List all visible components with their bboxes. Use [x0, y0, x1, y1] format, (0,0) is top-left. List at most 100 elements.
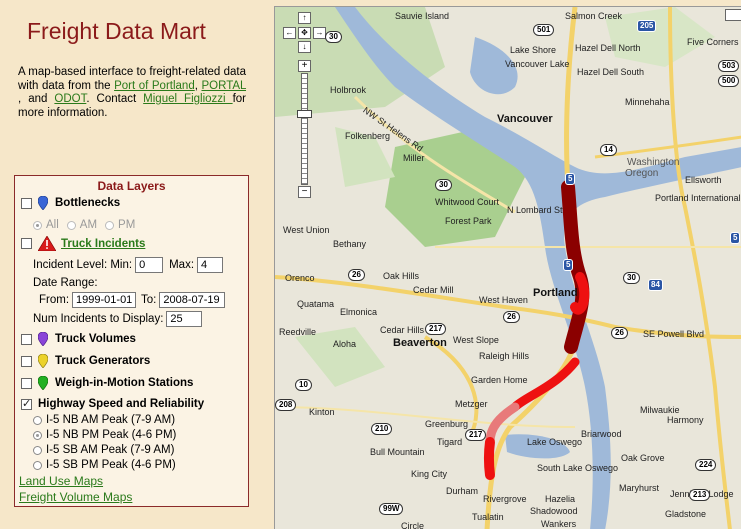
odot-link[interactable]: ODOT — [54, 93, 87, 105]
map-place-label: Holbrook — [330, 85, 367, 95]
bottlenecks-checkbox[interactable] — [21, 197, 32, 209]
map-place-label: Greenburg — [425, 419, 469, 429]
map-city-label: Gladstone — [665, 509, 707, 519]
map-place-label: Hazelia — [545, 494, 576, 504]
incident-max-input[interactable]: 4 — [197, 257, 224, 273]
map-city-label: Lake Oswego — [527, 437, 583, 447]
incident-level-row: Incident Level: Min: 0 Max: 4 — [33, 257, 224, 273]
zoom-out-icon[interactable]: − — [298, 186, 311, 198]
map-place-label: Harmony — [667, 415, 704, 425]
freight-volume-maps-link[interactable]: Freight Volume Maps — [19, 490, 133, 504]
route-shield: 217 — [425, 323, 447, 335]
map-place-label: Quatama — [297, 299, 335, 309]
port-of-portland-link[interactable]: Port of Portland — [114, 79, 195, 92]
map-city-label: Tualatin — [472, 512, 504, 522]
map-place-label: Wankers — [541, 519, 577, 529]
pan-up-icon[interactable]: ↑ — [298, 12, 311, 24]
map-place-label: Minnehaha — [625, 97, 670, 107]
speed-option-radio[interactable] — [33, 445, 42, 455]
map-city-label: West Haven — [479, 295, 528, 305]
date-range-row: From: 1999-01-01 To: 2008-07-19 — [39, 292, 226, 308]
green-pin-icon — [38, 376, 48, 390]
route-shield: 5 — [565, 173, 576, 185]
num-incidents-input[interactable]: 25 — [166, 311, 203, 327]
map-place-label: Raleigh Hills — [479, 351, 530, 361]
land-use-row: Land Use Maps — [19, 474, 103, 488]
wim-checkbox[interactable] — [21, 377, 32, 389]
incidents-row: Truck Incidents — [21, 236, 145, 251]
wim-row: Weigh-in-Motion Stations — [21, 376, 193, 390]
map-place-label: Miller — [403, 153, 425, 163]
time-pm-radio[interactable] — [105, 220, 115, 230]
portal-link[interactable]: PORTAL — [201, 79, 247, 92]
speed-option-radio[interactable] — [33, 460, 42, 470]
map-place-label: Folkenberg — [345, 131, 391, 141]
map-place-label: Metzger — [455, 399, 488, 409]
speed-option-row: I-5 SB AM Peak (7-9 AM) — [33, 444, 174, 456]
incidents-checkbox[interactable] — [21, 238, 32, 249]
speed-option-row: I-5 SB PM Peak (4-6 PM) — [33, 459, 176, 471]
map-place-label: Hazel Dell South — [577, 67, 645, 77]
incident-min-input[interactable]: 0 — [135, 257, 164, 273]
route-shield: 26 — [611, 327, 628, 339]
speed-option-row: I-5 NB PM Peak (4-6 PM) — [33, 429, 176, 441]
pan-left-icon[interactable]: ← — [283, 27, 296, 39]
num-incidents-row: Num Incidents to Display: 25 — [33, 311, 203, 327]
date-from-input[interactable]: 1999-01-01 — [72, 292, 137, 308]
route-shield: 30 — [623, 272, 640, 284]
map-place-label: Whitwood Court — [435, 197, 500, 207]
speed-option-radio[interactable] — [33, 415, 42, 425]
route-shield: 5 — [563, 259, 574, 271]
blue-pin-icon — [38, 196, 48, 210]
map-place-label: Oak Hills — [383, 271, 420, 281]
date-range-label: Date Range: — [33, 277, 98, 289]
map-place-label: Kinton — [309, 407, 335, 417]
map-place-label: South Lake Oswego — [537, 463, 619, 473]
zoom-in-icon[interactable]: + — [298, 60, 311, 72]
speed-option-row: I-5 NB AM Peak (7-9 AM) — [33, 414, 175, 426]
map-place-label: Oak Grove — [621, 453, 665, 463]
speed-checkbox[interactable] — [21, 397, 32, 410]
route-shield: 205 — [637, 20, 657, 32]
time-am-radio[interactable] — [66, 220, 76, 230]
truck-incidents-link[interactable]: Truck Incidents — [61, 237, 146, 250]
route-shield: 501 — [533, 24, 555, 36]
map-city-label: Tigard — [437, 437, 463, 447]
map-place-label: Circle — [401, 521, 425, 529]
map-city-label: Orenco — [285, 273, 315, 283]
map-city-label: Elmonica — [340, 307, 378, 317]
map-view[interactable]: ↑ ← ✥ → ↓ + − Vancouver Portland Beavert… — [274, 6, 741, 529]
map-type-button[interactable] — [725, 9, 741, 21]
land-use-maps-link[interactable]: Land Use Maps — [19, 474, 104, 488]
map-place-label: Ellsworth — [685, 175, 722, 185]
contact-link[interactable]: Miguel Figliozzi — [143, 93, 233, 105]
time-all-radio[interactable] — [33, 220, 42, 230]
map-city-label: Rivergrove — [483, 494, 527, 504]
truck-generators-checkbox[interactable] — [21, 355, 32, 367]
pan-center-icon[interactable]: ✥ — [298, 27, 311, 39]
data-layers-panel: Data Layers Bottlenecks All AM PM Truck … — [14, 175, 249, 507]
route-shield: 99W — [379, 503, 404, 515]
page-title: Freight Data Mart — [27, 18, 206, 44]
pan-down-icon[interactable]: ↓ — [298, 41, 311, 53]
map-place-label: West Slope — [453, 335, 499, 345]
map-city-label: Beaverton — [393, 337, 447, 349]
speed-option-radio[interactable] — [33, 430, 42, 440]
map-place-label: Portland International — [655, 193, 741, 203]
route-shield: 10 — [295, 379, 312, 391]
route-shield: 503 — [718, 60, 740, 72]
map-place-label: Shadowood — [530, 506, 578, 516]
map-place-label: Bull Mountain — [370, 447, 425, 457]
purple-pin-icon — [38, 332, 48, 346]
map-place-label: Lake Shore — [510, 45, 557, 55]
truck-volumes-checkbox[interactable] — [21, 333, 32, 345]
date-to-input[interactable]: 2008-07-19 — [159, 292, 226, 308]
route-shield: 500 — [718, 75, 740, 87]
route-shield: 5 — [730, 232, 741, 244]
map-place-label: Bethany — [333, 239, 367, 249]
map-place-label: N Lombard St — [507, 205, 563, 215]
zoom-slider-handle[interactable] — [297, 110, 312, 118]
map-place-label: SE Powell Blvd — [643, 329, 705, 339]
map-place-label: Hazel Dell North — [575, 43, 641, 53]
zoom-slider[interactable] — [301, 73, 308, 185]
